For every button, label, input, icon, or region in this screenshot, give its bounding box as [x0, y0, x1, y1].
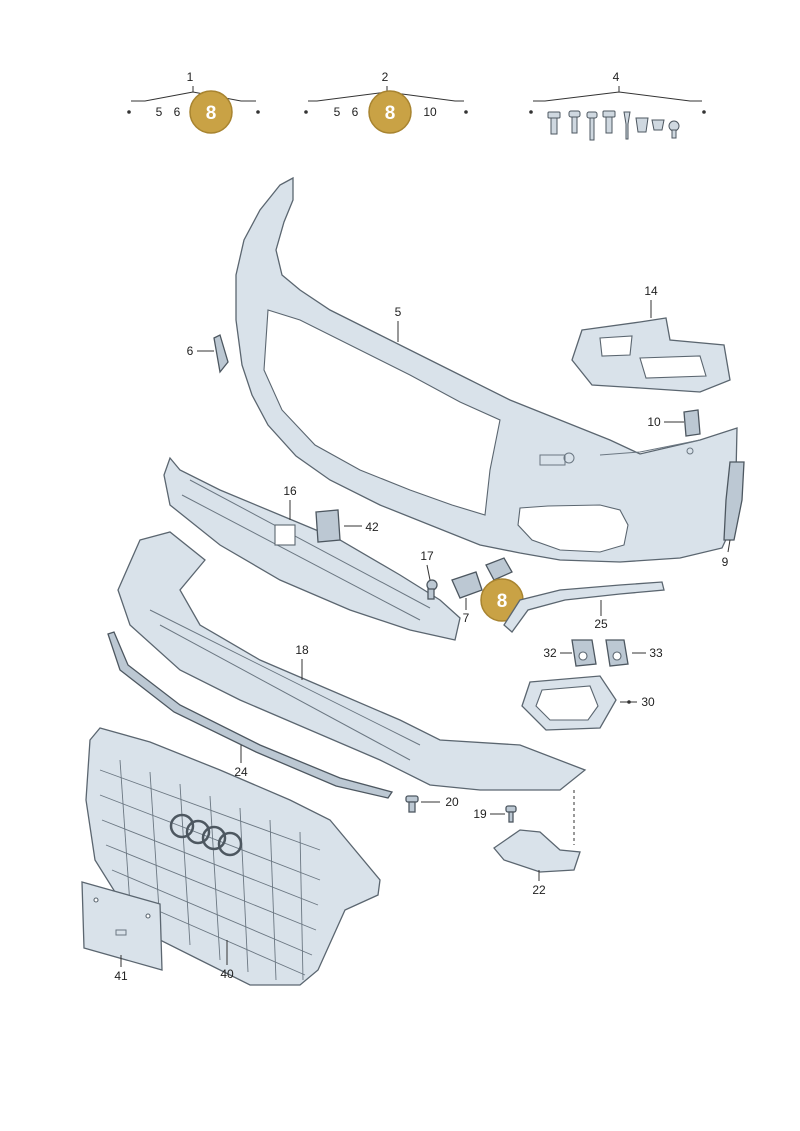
license-plate-bracket[interactable]: [81, 881, 163, 971]
lower-lip-strip[interactable]: [107, 631, 394, 799]
callout-42: 42: [365, 520, 379, 534]
callout-41: 41: [114, 969, 128, 983]
badge-8-middle[interactable]: 8: [480, 557, 524, 622]
callout-6: 6: [187, 344, 194, 358]
callout-17: 17: [420, 549, 434, 563]
corner-bracket[interactable]: [493, 829, 581, 873]
headlight-bracket[interactable]: [571, 317, 731, 393]
badge-8-group-1[interactable]: 8: [189, 90, 233, 134]
group-2-item-6: 6: [352, 105, 359, 119]
callout-9: 9: [722, 555, 729, 569]
callout-7: 7: [463, 611, 470, 625]
group-number-1: 1: [187, 70, 194, 84]
lower-carrier[interactable]: [117, 531, 587, 791]
callout-10: 10: [647, 415, 661, 429]
group-4-header: 4: [529, 70, 706, 141]
screw-20[interactable]: [405, 795, 419, 813]
callout-14: 14: [644, 284, 658, 298]
callout-18: 18: [295, 643, 309, 657]
group-2-item-5: 5: [334, 105, 341, 119]
badge-label: 8: [206, 103, 217, 124]
lower-trim-strip[interactable]: [503, 581, 665, 633]
group-number-4: 4: [613, 70, 620, 84]
side-trim-strip[interactable]: [723, 461, 745, 541]
group-1-item-5: 5: [156, 105, 163, 119]
fog-light-bracket-left[interactable]: [571, 639, 597, 667]
badge-label: 8: [497, 591, 508, 612]
group-2-item-10: 10: [423, 105, 437, 119]
callout-25: 25: [594, 617, 608, 631]
callout-19: 19: [473, 807, 487, 821]
callout-40: 40: [220, 967, 234, 981]
left-side-bracket[interactable]: [213, 334, 229, 374]
upper-reinforcement[interactable]: [163, 456, 461, 641]
mounting-clip[interactable]: [683, 409, 701, 437]
group-1-item-6: 6: [174, 105, 181, 119]
callout-33: 33: [649, 646, 663, 660]
screw-19[interactable]: [505, 805, 517, 823]
callout-5: 5: [395, 305, 402, 319]
bumper-cover[interactable]: [235, 176, 738, 563]
fog-light-bracket-right[interactable]: [605, 639, 629, 667]
callout-30: 30: [641, 695, 655, 709]
sensor-bracket[interactable]: [315, 509, 341, 543]
fog-light-grille[interactable]: [521, 675, 617, 731]
badge-label: 8: [385, 103, 396, 124]
callout-16: 16: [283, 484, 297, 498]
group-2-header: 2 5 6 8 10: [304, 70, 468, 134]
badge-8-group-2[interactable]: 8: [368, 90, 412, 134]
tow-hook-cover[interactable]: [451, 571, 483, 599]
screw-icon: [547, 110, 680, 141]
callout-24: 24: [234, 765, 248, 779]
group-number-2: 2: [382, 70, 389, 84]
callout-20: 20: [445, 795, 459, 809]
callout-32: 32: [543, 646, 557, 660]
group-1-header: 1 5 6 8: [127, 70, 260, 134]
grille-mesh: [99, 759, 321, 981]
screw-17[interactable]: [426, 579, 438, 600]
audi-rings-logo: [169, 813, 243, 857]
callout-22: 22: [532, 883, 546, 897]
